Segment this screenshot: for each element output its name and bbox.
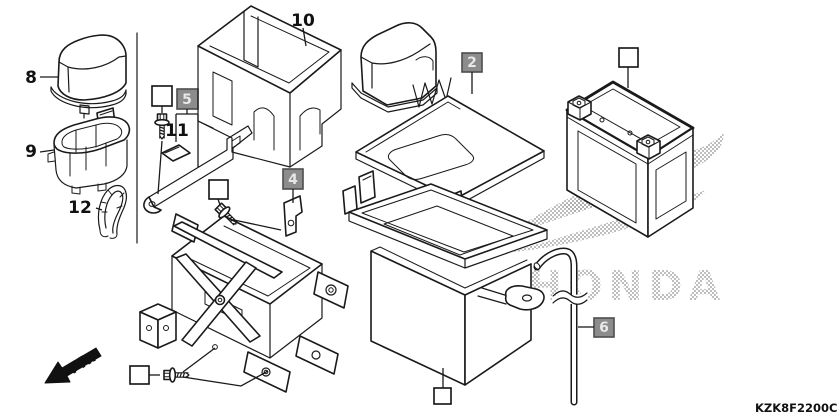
ref-label-4: 4	[288, 172, 298, 188]
leader-part-9	[39, 149, 55, 153]
leader-lower-bolt-2	[182, 347, 269, 387]
part-number-10: 10	[291, 11, 315, 31]
callout-box-plate-bolt	[208, 179, 229, 200]
part-12-clip	[97, 184, 128, 239]
callout-box-lower-bolt	[129, 365, 150, 385]
part-9-holder	[47, 107, 131, 195]
ref-label-5: 5	[182, 92, 192, 108]
part-10-battery-frame	[197, 5, 342, 168]
leader-plate-bolt-2	[233, 219, 282, 231]
fr-arrow-icon	[44, 347, 102, 384]
callout-box-stay-bolt	[151, 85, 173, 107]
leader-stay-bolt-2	[157, 140, 163, 195]
part-11-pad	[161, 144, 191, 162]
drawing-code: KZK8F2200C	[755, 401, 837, 415]
ref-label-2: 2	[467, 55, 477, 71]
callout-box-battery-box	[433, 387, 452, 405]
part-number-11: 11	[165, 121, 189, 141]
part-6-breather-tube	[533, 247, 588, 406]
callout-box-battery	[618, 47, 639, 68]
part-number-8: 8	[25, 68, 37, 88]
battery-terminal	[567, 95, 592, 121]
ref-label-6: 6	[599, 320, 609, 336]
leader-ref-5	[175, 109, 199, 167]
part-number-9: 9	[25, 142, 37, 162]
part-8-cover	[50, 34, 127, 119]
part-4-setting-plate	[139, 195, 349, 393]
front-direction-arrow: FR.	[44, 347, 102, 384]
battery-terminal	[636, 134, 661, 160]
part-2-battery-cover	[351, 22, 545, 208]
part-number-12: 12	[68, 198, 92, 218]
stay-bracket	[143, 125, 253, 214]
setting-plate-block	[139, 303, 177, 349]
leader-part-10	[302, 27, 307, 47]
leader-part-12	[95, 207, 103, 211]
battery-box	[342, 170, 548, 386]
battery	[565, 80, 695, 238]
